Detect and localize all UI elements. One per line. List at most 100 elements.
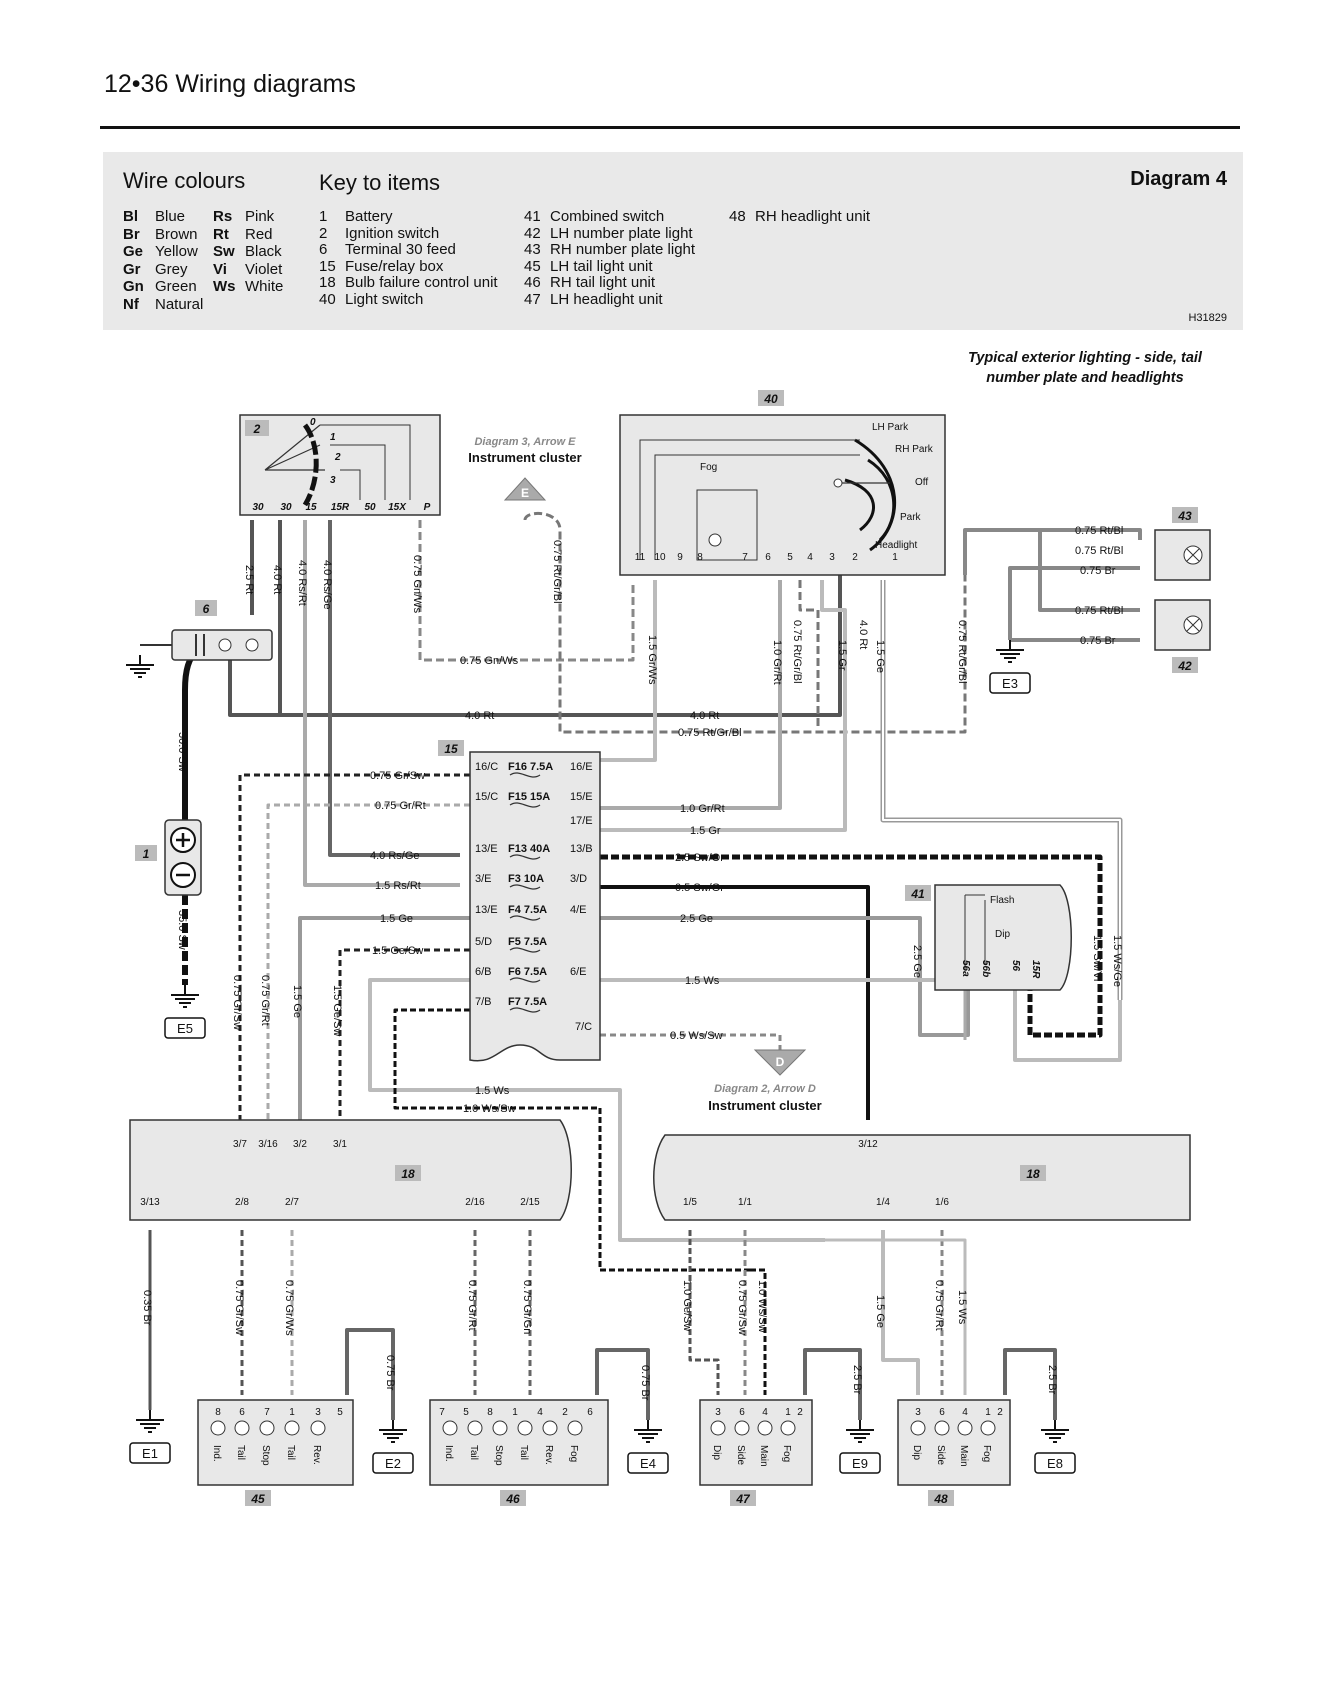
fuse-right: 3/D bbox=[570, 873, 587, 885]
bfcu-pin: 2/15 bbox=[520, 1197, 540, 1208]
wire-label: 1.5 Sw/Vi bbox=[1091, 935, 1103, 981]
tail-rh-pin: 5 bbox=[463, 1407, 469, 1418]
lh-tail-light-unit bbox=[197, 1399, 354, 1486]
tag-40: 40 bbox=[763, 392, 778, 406]
wire-label: 1.5 Rs/Rt bbox=[375, 880, 421, 892]
tag-6: 6 bbox=[203, 602, 210, 616]
tail-rh-label: Rev. bbox=[543, 1445, 554, 1465]
bfcu-pin: 2/8 bbox=[235, 1197, 249, 1208]
fuse-left: 7/B bbox=[475, 996, 492, 1008]
wire-label: 0.75 Gn/Ws bbox=[411, 555, 423, 614]
cs-label: Dip bbox=[995, 929, 1010, 940]
ign-pos: 0 bbox=[310, 417, 316, 428]
ls-label: LH Park bbox=[872, 422, 909, 433]
bfcu-right bbox=[653, 1134, 1191, 1221]
bfcu-pin: 2/16 bbox=[465, 1197, 485, 1208]
fuse-label: F15 15A bbox=[508, 791, 550, 803]
ls-pin: 8 bbox=[697, 552, 703, 563]
wire-label: 0.75 Gr/Rt bbox=[259, 975, 271, 1026]
wire-label: 0.75 Gr/Rt bbox=[933, 1280, 945, 1331]
wire-1-5-gr-ws bbox=[600, 580, 657, 762]
wire-1-5-ge-r bbox=[881, 1230, 920, 1395]
wire-label: 1.5 Ge bbox=[291, 985, 303, 1018]
arrow-e-label: Instrument cluster bbox=[468, 450, 581, 465]
wire-label: 0.75 Rt/Gr/Bl bbox=[791, 620, 803, 684]
wire-label: 0.75 Br bbox=[384, 1355, 396, 1391]
ls-pin: 5 bbox=[787, 552, 793, 563]
wire-label: 0.75 Gr/Sw bbox=[370, 770, 425, 782]
wire-label: 4.0 Rs/Ge bbox=[370, 850, 420, 862]
tag-46: 46 bbox=[505, 1492, 520, 1506]
wire-label: 2.5 Br bbox=[1046, 1365, 1058, 1395]
bfcu-pin: 2/7 bbox=[285, 1197, 299, 1208]
fuse-right: 7/C bbox=[575, 1021, 592, 1033]
wire-2-5-ge-cs bbox=[600, 916, 970, 1037]
rh-tail-light-unit bbox=[429, 1399, 609, 1486]
wire-label: 1.5 Ge bbox=[874, 640, 886, 673]
cs-pin: 56a bbox=[960, 960, 971, 977]
light-switch bbox=[619, 414, 946, 576]
tail-rh-label: Ind. bbox=[443, 1445, 454, 1462]
head-lh-pin: 2 bbox=[797, 1407, 803, 1418]
fuse-left: 13/E bbox=[475, 843, 498, 855]
bfcu-pin: 3/1 bbox=[333, 1139, 347, 1150]
fuse-label: F5 7.5A bbox=[508, 936, 547, 948]
ls-pin: 1 bbox=[892, 552, 898, 563]
wire-label: 1.0 Gr/Rt bbox=[771, 640, 783, 685]
tag-41: 41 bbox=[910, 887, 925, 901]
fuse-label: F4 7.5A bbox=[508, 904, 547, 916]
head-lh-pin: 4 bbox=[762, 1407, 768, 1418]
wire-label: 1.0 Ws/Sw bbox=[463, 1103, 516, 1115]
caption-line-2: number plate and headlights bbox=[986, 370, 1184, 386]
arrow-e-ref: Diagram 3, Arrow E bbox=[474, 436, 576, 448]
wire-label: 0.75 Rt/Gr/Bl bbox=[678, 727, 742, 739]
wire-colours-title: Wire colours bbox=[123, 168, 246, 193]
diagram-caption: Typical exterior lighting - side, tail n… bbox=[940, 348, 1230, 388]
ground-label-e3: E3 bbox=[1002, 676, 1018, 691]
wire-label: 2.5 Rt bbox=[243, 565, 255, 594]
ign-pin: 15R bbox=[331, 502, 350, 513]
head-lh-label: Main bbox=[758, 1445, 769, 1467]
ground-label-e9: E9 bbox=[852, 1456, 868, 1471]
wire-label: 0.75 Br bbox=[639, 1365, 651, 1401]
wire-label: 4.0 Rt bbox=[857, 620, 869, 649]
fuse-left: 13/E bbox=[475, 904, 498, 916]
tail-rh-pin: 7 bbox=[439, 1407, 445, 1418]
cs-pin: 56b bbox=[980, 960, 991, 977]
wire-label: 4.0 Rt bbox=[465, 710, 494, 722]
ls-pin: 9 bbox=[677, 552, 683, 563]
wire-label: 0.75 Gr/Ws bbox=[283, 1280, 295, 1336]
tail-lh-pin: 6 bbox=[239, 1407, 245, 1418]
fuse-right: 4/E bbox=[570, 904, 587, 916]
wire-label: 50.0 Sw bbox=[176, 732, 188, 772]
rh-headlight-unit bbox=[897, 1399, 1011, 1486]
tail-lh-label: Rev. bbox=[311, 1445, 322, 1465]
wire-label: 2.5 Br bbox=[851, 1365, 863, 1395]
wire-label: 4.0 Rt bbox=[690, 710, 719, 722]
tail-lh-pin: 5 bbox=[337, 1407, 343, 1418]
arrow-e-letter: E bbox=[521, 486, 529, 500]
tail-lh-label: Tail bbox=[235, 1445, 246, 1460]
ls-label: Park bbox=[900, 512, 922, 523]
ground-label-e2: E2 bbox=[385, 1456, 401, 1471]
bfcu-pin: 3/13 bbox=[140, 1197, 160, 1208]
header-rule bbox=[100, 126, 1240, 129]
ls-pin: 3 bbox=[829, 552, 835, 563]
diagram-label: Diagram 4 bbox=[1130, 168, 1227, 190]
wire-0-5-sw-gr bbox=[600, 885, 870, 1120]
ground-e4 bbox=[633, 1419, 663, 1443]
wire-label: 1.5 Ge bbox=[380, 913, 413, 925]
ground-e1 bbox=[135, 1409, 165, 1433]
fuse-label: F13 40A bbox=[508, 843, 550, 855]
lh-headlight-unit bbox=[699, 1399, 813, 1486]
bfcu-pin: 3/2 bbox=[293, 1139, 307, 1150]
wire-0-75-rt-gr-bl-e bbox=[523, 511, 967, 734]
